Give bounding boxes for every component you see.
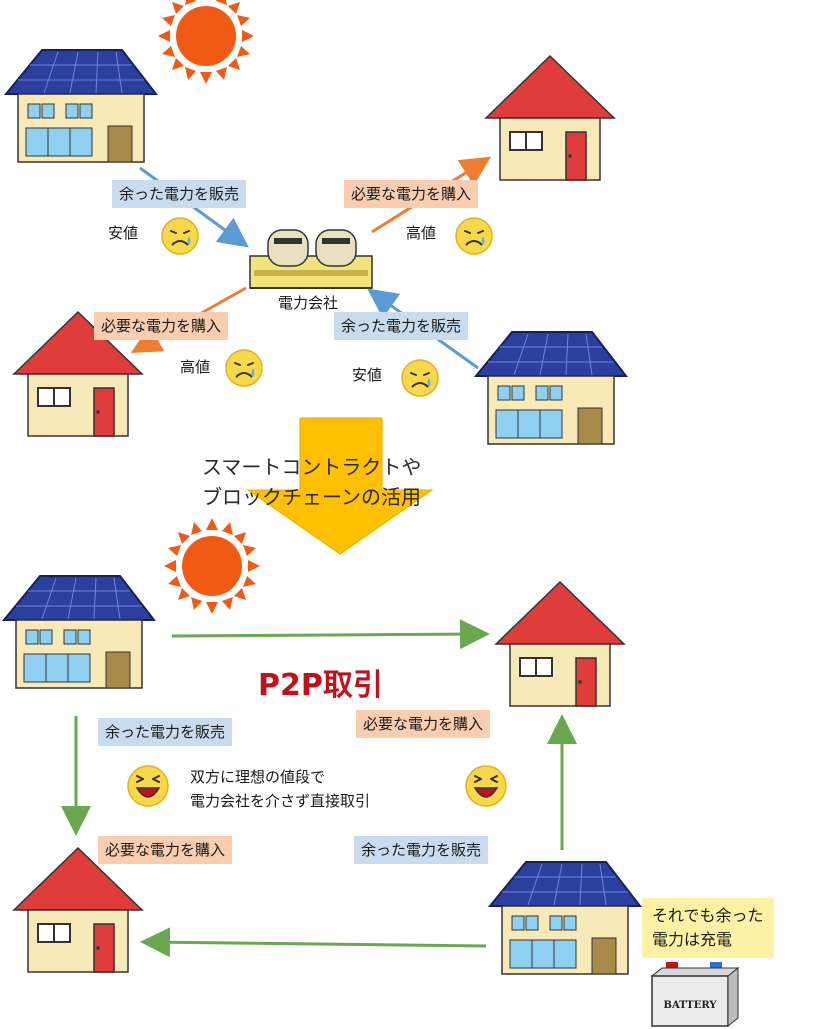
price-cheap-2: 安値 xyxy=(352,366,383,384)
arrow-p2p-top xyxy=(171,619,490,650)
price-cheap-1: 安値 xyxy=(108,224,139,242)
sad-face-icon-2 xyxy=(455,217,493,255)
house-top-right-icon xyxy=(485,55,615,181)
power-company-label: 電力会社 xyxy=(278,294,339,312)
sad-face-icon-4 xyxy=(401,359,439,397)
house-bottom-top-right-icon xyxy=(495,581,625,707)
solar-house-mid-right-icon xyxy=(475,331,627,445)
battery-label: BATTERY xyxy=(664,1000,718,1011)
price-high-1: 高値 xyxy=(406,224,437,242)
center-text-line1: 双方に理想の値段で xyxy=(190,768,326,786)
label-sell-top: 余った電力を販売 xyxy=(112,180,247,208)
battery-note: それでも余った 電力は充電 xyxy=(642,898,774,958)
transition-down-arrow-icon xyxy=(246,417,434,555)
happy-face-icon-left xyxy=(127,765,169,807)
battery-note-line2: 電力は充電 xyxy=(652,930,733,949)
label-buy-top: 必要な電力を購入 xyxy=(344,180,479,208)
center-text-line2: 電力会社を介さず直接取引 xyxy=(190,792,371,810)
sad-face-icon-3 xyxy=(225,349,263,387)
house-bottom-left-icon xyxy=(13,847,143,973)
label-buy-bottom-2: 必要な電力を購入 xyxy=(98,836,233,864)
battery-note-line1: それでも余った xyxy=(652,906,764,925)
p2p-title: P2P取引 xyxy=(258,668,383,703)
solar-house-top-left-icon xyxy=(5,49,157,163)
label-sell-bottom-1: 余った電力を販売 xyxy=(98,718,233,746)
sun-icon-bottom xyxy=(164,518,260,614)
sun-icon-top xyxy=(158,0,254,84)
transition-text-line1: スマートコントラクトや xyxy=(202,455,422,479)
price-high-2: 高値 xyxy=(180,358,211,376)
battery-icon: BATTERY xyxy=(650,962,740,1028)
label-buy-mid: 必要な電力を購入 xyxy=(94,312,229,340)
label-sell-bottom-2: 余った電力を販売 xyxy=(354,836,489,864)
label-sell-mid: 余った電力を販売 xyxy=(334,312,469,340)
solar-house-bottom-right-icon xyxy=(489,861,641,975)
label-buy-bottom-1: 必要な電力を購入 xyxy=(356,710,491,738)
transition-text-line2: ブロックチェーンの活用 xyxy=(202,485,421,509)
power-company-icon xyxy=(249,229,373,289)
sad-face-icon-1 xyxy=(161,217,199,255)
arrow-p2p-bottom xyxy=(140,927,487,958)
solar-house-bottom-top-left-icon xyxy=(3,575,155,689)
happy-face-icon-right xyxy=(465,765,507,807)
